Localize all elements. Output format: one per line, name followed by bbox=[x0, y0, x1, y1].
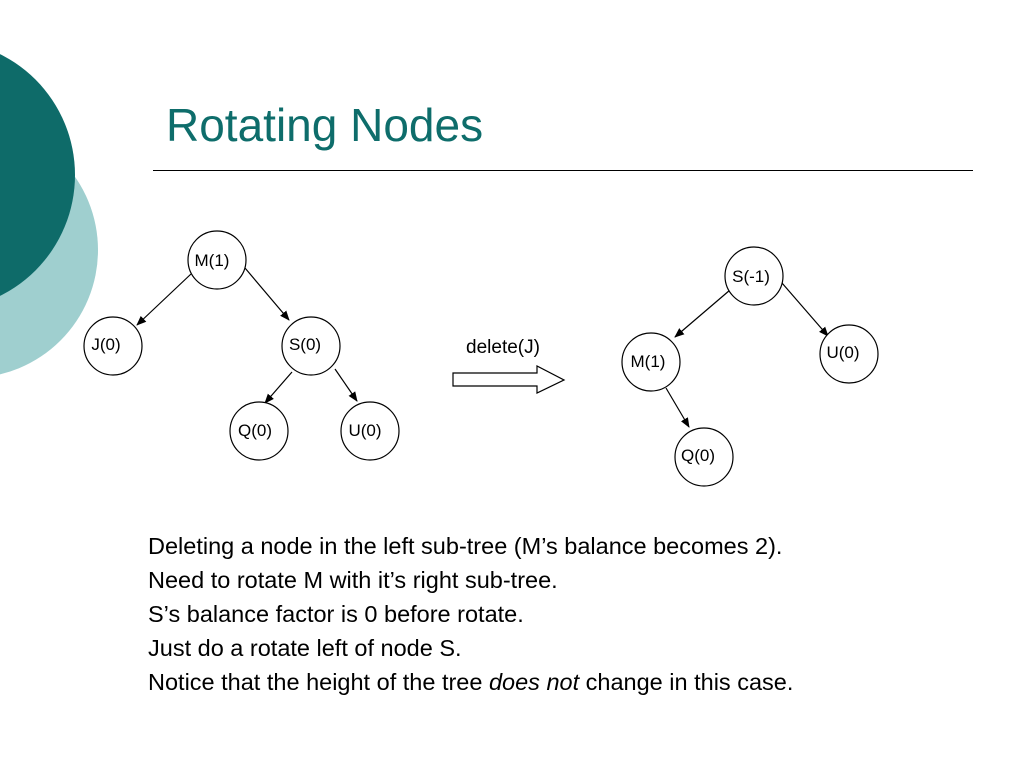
node-circle bbox=[229, 401, 289, 461]
edge-m-j bbox=[136, 273, 192, 326]
edge-s-m bbox=[674, 289, 731, 338]
node-label: S(0) bbox=[289, 335, 321, 354]
operation-label: delete(J) bbox=[466, 337, 540, 358]
node-label: U(0) bbox=[826, 343, 859, 362]
tree-node-m-after: M(1) bbox=[621, 332, 681, 392]
tree-node-s-after: S(-1) bbox=[724, 246, 784, 306]
node-label: Q(0) bbox=[238, 421, 272, 440]
edge-s-q bbox=[264, 371, 293, 404]
explanation-line-5: Notice that the height of the tree does … bbox=[148, 665, 793, 699]
node-circle bbox=[819, 324, 879, 384]
tree-node-u-after: U(0) bbox=[819, 324, 879, 384]
line-5-emphasis: does not bbox=[488, 669, 580, 695]
line-5-prefix: Notice that the height of the tree bbox=[148, 669, 489, 695]
explanation-line-2: Need to rotate M with it’s right sub-tre… bbox=[148, 567, 558, 593]
node-circle bbox=[724, 246, 784, 306]
title-divider bbox=[153, 170, 973, 171]
edge-m-q bbox=[665, 387, 690, 428]
tree-node-q: Q(0) bbox=[229, 401, 289, 461]
slide-title: Rotating Nodes bbox=[166, 99, 484, 151]
edge-s-u bbox=[334, 368, 358, 402]
tree-node-u: U(0) bbox=[340, 401, 400, 461]
explanation-text: Deleting a node in the left sub-tree (M’… bbox=[148, 529, 793, 699]
explanation-line-4: Just do a rotate left of node S. bbox=[148, 635, 462, 661]
transform-arrow-icon bbox=[452, 365, 566, 394]
line-5-suffix: change in this case. bbox=[579, 669, 794, 695]
node-label: S(-1) bbox=[732, 267, 770, 286]
node-circle bbox=[621, 332, 681, 392]
node-label: M(1) bbox=[631, 352, 666, 371]
node-circle bbox=[187, 230, 247, 290]
node-circle bbox=[83, 316, 143, 376]
before-tree-edges bbox=[136, 267, 358, 404]
tree-node-m: M(1) bbox=[187, 230, 247, 290]
explanation-line-3: S’s balance factor is 0 before rotate. bbox=[148, 601, 524, 627]
tree-node-j: J(0) bbox=[83, 316, 143, 376]
node-label: M(1) bbox=[195, 251, 230, 270]
node-label: U(0) bbox=[348, 421, 381, 440]
tree-node-q-after: Q(0) bbox=[674, 427, 734, 487]
decorative-shapes bbox=[0, 54, 98, 375]
edge-m-s bbox=[244, 267, 290, 321]
node-circle bbox=[674, 427, 734, 487]
edge-s-u bbox=[781, 282, 829, 337]
tree-node-s: S(0) bbox=[281, 316, 341, 376]
explanation-line-1: Deleting a node in the left sub-tree (M’… bbox=[148, 533, 783, 559]
node-circle bbox=[340, 401, 400, 461]
node-circle bbox=[281, 316, 341, 376]
tree-rotation-diagram: M(1) J(0) S(0) Q(0) U(0) delete(J) S(-1)… bbox=[83, 230, 879, 487]
dark-teal-circle bbox=[0, 54, 75, 296]
node-label: J(0) bbox=[91, 335, 120, 354]
after-tree-edges bbox=[665, 282, 829, 428]
node-label: Q(0) bbox=[681, 446, 715, 465]
